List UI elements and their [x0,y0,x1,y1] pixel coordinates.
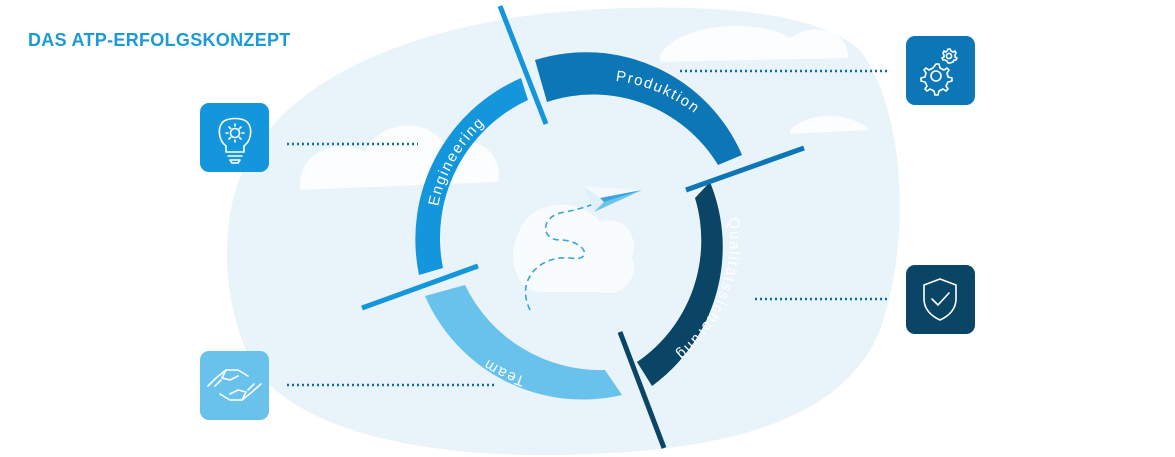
tile-team [200,351,269,420]
ring-segment-produktion [535,52,742,166]
connector-lines [287,69,888,387]
ring [415,52,742,400]
page-title: DAS ATP-ERFOLGSKONZEPT [28,30,291,50]
tile-produktion [906,36,975,105]
ring-dividers [361,5,805,449]
lightbulb-gear-icon [218,117,252,164]
ring-segment-engineering [415,78,528,275]
paper-plane-icon [524,186,642,311]
ring-segment-qualitaet [637,182,723,386]
handshake-icon [207,369,262,401]
shield-check-icon [923,278,957,321]
tile-qualitaet [906,265,975,334]
ring-segment-team [425,285,622,400]
tile-engineering [200,103,269,172]
background-shape [226,7,900,455]
gears-icon [920,48,958,96]
